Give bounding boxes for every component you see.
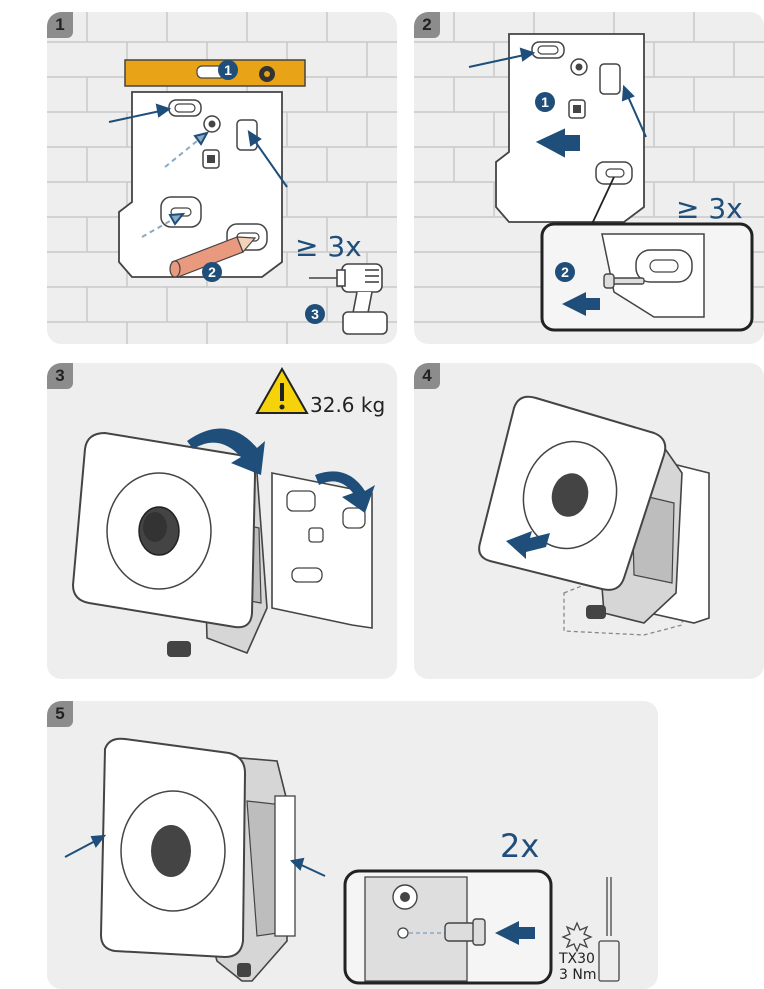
inverter-body <box>71 431 268 657</box>
direction-arrows <box>108 103 288 238</box>
step-marker-2: 2 <box>202 262 222 282</box>
lower-device-illustration <box>478 395 710 636</box>
step-badge: 1 <box>47 12 73 38</box>
mounting-bracket <box>118 91 283 278</box>
spirit-level-icon <box>124 59 306 87</box>
zoom-bracket-detail <box>601 233 705 318</box>
screw-location-arrows <box>64 834 326 877</box>
warning-icon <box>255 366 309 414</box>
screw-count-label: 2x <box>500 827 540 865</box>
step-3-panel: 3 32.6 kg <box>47 363 397 679</box>
screw-count-label: ≥ 3x <box>676 192 743 225</box>
step-2-panel: 2 <box>414 12 764 344</box>
drill-icon <box>309 263 388 335</box>
screwdriver-icon <box>598 877 620 982</box>
step-badge: 2 <box>414 12 440 38</box>
tool-label: TX30 <box>559 951 595 967</box>
torx-icon <box>561 921 593 953</box>
screw-icon <box>603 273 645 289</box>
rotation-arrows <box>187 428 375 513</box>
dashed-final-position <box>563 572 685 636</box>
step-marker-3: 3 <box>305 304 325 324</box>
step-marker-1: 1 <box>218 60 238 80</box>
step-5-panel: 5 <box>47 701 658 989</box>
drill-hole-count-label: ≥ 3x <box>295 230 362 263</box>
step-marker-1: 1 <box>535 92 555 112</box>
zoom-screw-detail <box>364 876 468 982</box>
step-badge: 5 <box>47 701 73 727</box>
step-badge: 4 <box>414 363 440 389</box>
secure-device-illustration <box>64 737 620 985</box>
screw-icon <box>444 918 486 946</box>
step-4-panel: 4 <box>414 363 764 679</box>
direction-arrows <box>468 47 647 158</box>
wall-mount-marking-illustration <box>47 12 397 344</box>
mounting-bracket <box>495 33 645 223</box>
step-1-panel: 1 <box>47 12 397 344</box>
pencil-icon <box>169 236 257 278</box>
push-down-arrow <box>506 531 550 559</box>
bracket-fastening-illustration <box>414 12 764 332</box>
inverter-body <box>99 737 296 982</box>
torque-label: 3 Nm <box>559 967 597 983</box>
weight-label: 32.6 kg <box>310 393 386 417</box>
hang-device-illustration <box>71 366 375 657</box>
step-marker-2: 2 <box>555 262 575 282</box>
inverter-body <box>478 395 683 624</box>
step-badge: 3 <box>47 363 73 389</box>
insert-arrow <box>495 921 535 945</box>
insert-arrow <box>562 292 600 316</box>
